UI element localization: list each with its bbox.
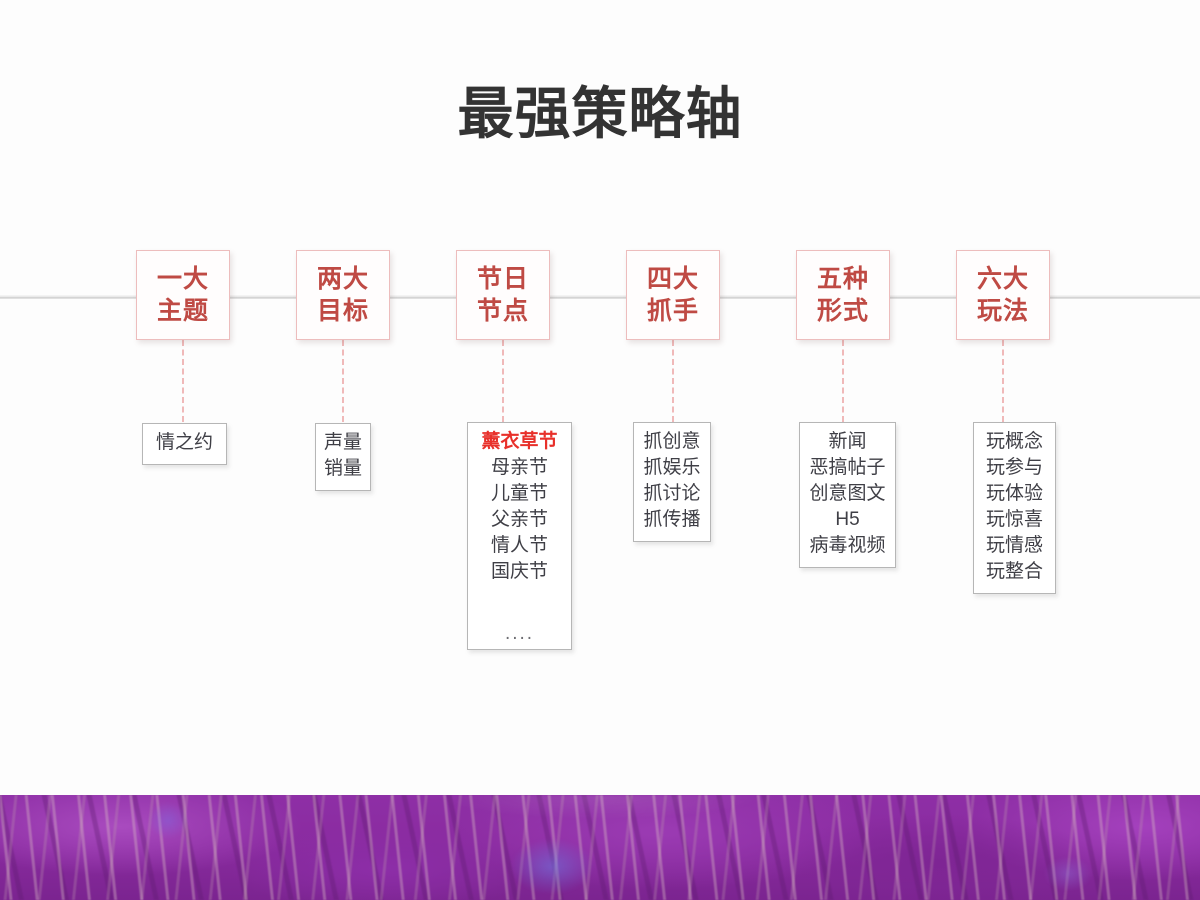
detail-item: 创意图文 [809, 483, 886, 504]
detail-item: 玩整合 [985, 561, 1043, 582]
connector-3 [502, 340, 504, 422]
detail-item: H5 [835, 509, 860, 530]
detail-box-4[interactable]: 抓创意 抓娱乐 抓讨论 抓传播 [633, 422, 711, 542]
detail-item-highlighted: 薰衣草节 [481, 431, 558, 452]
stage-header-2-line2: 目标 [316, 297, 369, 325]
connector-5 [842, 340, 844, 422]
stage-header-5-line1: 五种 [816, 265, 869, 293]
detail-item: 情之约 [155, 432, 213, 453]
stage-header-2[interactable]: 两大 目标 [296, 250, 390, 340]
connector-4 [672, 340, 674, 422]
stage-header-6-line2: 玩法 [976, 297, 1029, 325]
detail-item: 恶搞帖子 [809, 457, 886, 478]
detail-item: 抓讨论 [643, 483, 701, 504]
connector-1 [182, 340, 184, 422]
stage-header-3-line1: 节日 [476, 265, 529, 293]
stage-header-4-line2: 抓手 [646, 297, 699, 325]
detail-box-5[interactable]: 新闻 恶搞帖子 创意图文 H5 病毒视频 [799, 422, 896, 568]
stage-header-4-line1: 四大 [646, 265, 699, 293]
stage-header-6-line1: 六大 [976, 265, 1029, 293]
stage-header-5[interactable]: 五种 形式 [796, 250, 890, 340]
detail-item: 国庆节 [490, 561, 548, 582]
stage-header-1[interactable]: 一大 主题 [136, 250, 230, 340]
stage-header-1-line1: 一大 [156, 265, 209, 293]
detail-item: 抓传播 [643, 509, 701, 530]
detail-box-1[interactable]: 情之约 [142, 423, 227, 465]
stage-header-3-line2: 节点 [476, 297, 529, 325]
detail-box-3[interactable]: 薰衣草节 母亲节 儿童节 父亲节 情人节 国庆节 .... [467, 422, 572, 650]
lavender-field-image [0, 795, 1200, 900]
stage-header-1-line2: 主题 [156, 297, 209, 325]
connector-6 [1002, 340, 1004, 422]
detail-item: 病毒视频 [809, 535, 886, 556]
detail-item: 母亲节 [490, 457, 548, 478]
stage-header-4[interactable]: 四大 抓手 [626, 250, 720, 340]
detail-item: 玩体验 [985, 483, 1043, 504]
detail-item: 声量 [323, 432, 362, 453]
detail-item: 玩概念 [985, 431, 1043, 452]
lavender-highlight-layer [0, 795, 1200, 900]
timeline-axis [0, 295, 1200, 299]
detail-item: 玩参与 [985, 457, 1043, 478]
detail-item: 新闻 [828, 431, 867, 452]
detail-item: 情人节 [490, 535, 548, 556]
page-title: 最强策略轴 [457, 82, 743, 145]
stage-header-5-line2: 形式 [816, 297, 869, 325]
connector-2 [342, 340, 344, 422]
detail-box-2[interactable]: 声量 销量 [315, 423, 371, 491]
detail-item: 抓创意 [643, 431, 701, 452]
stage-header-3[interactable]: 节日 节点 [456, 250, 550, 340]
detail-item: 玩惊喜 [985, 509, 1043, 530]
detail-item: 抓娱乐 [643, 457, 701, 478]
detail-item: 儿童节 [490, 483, 548, 504]
detail-item: 玩情感 [985, 535, 1043, 556]
detail-box-6[interactable]: 玩概念 玩参与 玩体验 玩惊喜 玩情感 玩整合 [973, 422, 1056, 594]
stage-header-2-line1: 两大 [316, 265, 369, 293]
stage-header-6[interactable]: 六大 玩法 [956, 250, 1050, 340]
detail-item: 父亲节 [490, 509, 548, 530]
detail-item-ellipsis: .... [504, 623, 535, 644]
detail-item: 销量 [323, 458, 362, 479]
